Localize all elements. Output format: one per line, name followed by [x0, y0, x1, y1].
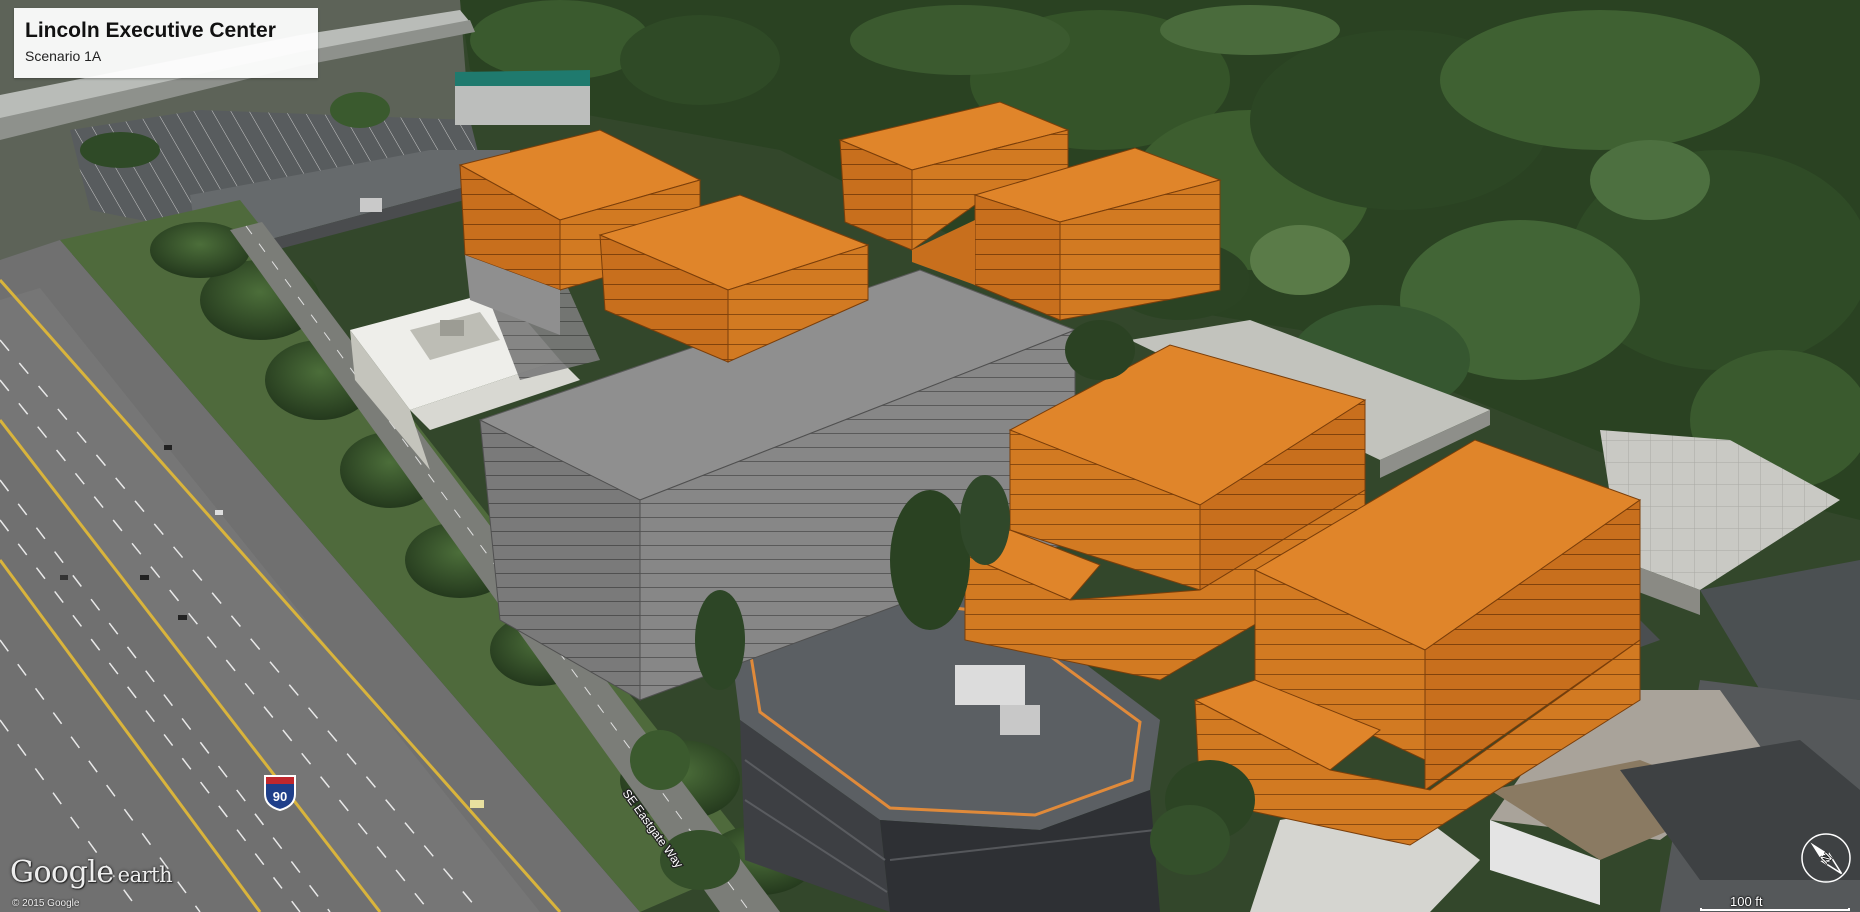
scenario-subtitle: Scenario 1A: [25, 48, 102, 64]
freeway: [0, 240, 640, 912]
foreground-trees: [630, 320, 1255, 890]
shield-number: 90: [273, 789, 287, 804]
scale-label: 100 ft: [1730, 894, 1763, 909]
scenario-title-box: Lincoln Executive Center Scenario 1A: [14, 8, 318, 78]
proposed-building-e: [1193, 439, 1642, 846]
proposed-building-d: [963, 344, 1367, 681]
page-title: Lincoln Executive Center: [25, 19, 276, 42]
copyright-notice: © 2015 Google: [12, 898, 80, 909]
proposed-building-b: [598, 194, 870, 363]
scale-bar: [1700, 908, 1850, 911]
interstate-shield-icon: 90: [264, 775, 296, 812]
logo-earth-word: earth: [117, 863, 173, 887]
grey-massing-building: [470, 250, 1077, 701]
proposed-building-c: [838, 101, 1222, 321]
compass-icon[interactable]: N: [1798, 830, 1854, 886]
logo-google-word: Google: [10, 855, 114, 890]
